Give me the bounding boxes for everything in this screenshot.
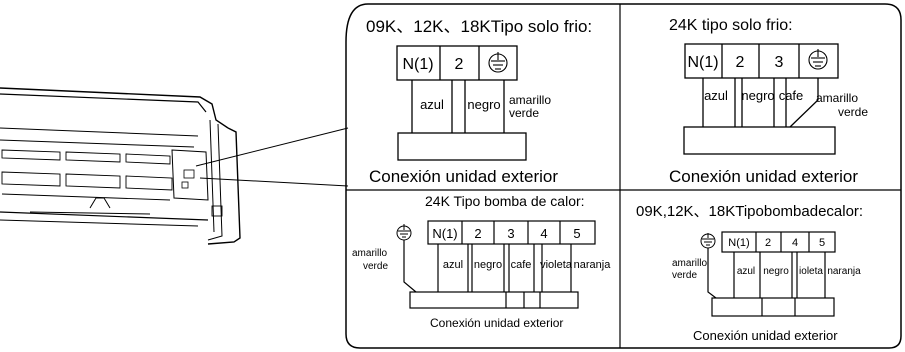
terminal-label: 3 [507, 226, 514, 241]
wire-label: naranja [574, 259, 612, 271]
wire-label: azul [420, 97, 444, 112]
terminal-label: 5 [573, 226, 580, 241]
wire-label: azul [443, 259, 463, 271]
ground-icon [808, 49, 828, 70]
ground-wire-label: amarillo [672, 258, 707, 269]
terminal-label: 4 [540, 226, 547, 241]
wire-label: verde [838, 105, 868, 119]
wire-label: azul [704, 88, 728, 103]
wire-label: negro [467, 97, 500, 112]
outdoor-terminal-block [397, 132, 527, 161]
terminal-label: N(1) [728, 237, 749, 249]
wire-label: negro [741, 88, 774, 103]
panel-footer: Conexión unidad exterior [693, 328, 838, 343]
panel-title: 09K、12K、18KTipo solo frio: [366, 17, 592, 36]
wire-label: verde [509, 106, 539, 120]
wire-label: violeta [540, 259, 573, 271]
wire-label: cafe [511, 259, 532, 271]
outdoor-terminal-block [409, 291, 579, 309]
outdoor-terminal-block [711, 297, 835, 317]
terminal-label: 3 [775, 54, 784, 71]
panel-footer: Conexión unidad exterior [369, 167, 558, 186]
diagram-panel [345, 3, 902, 349]
ground-icon [700, 233, 716, 249]
ground-icon [396, 224, 412, 241]
ground-wire-label: verde [672, 270, 697, 281]
panel-09k-12k-18k-bomba-de-calor: 09K,12K、18KTipobombadecalor: N(1) 2 4 5 … [636, 203, 863, 343]
terminal-label: N(1) [687, 54, 718, 71]
panel-24k-solo-frio: 24K tipo solo frio: N(1) 2 3 azul negro … [669, 17, 868, 186]
wire-label: naranja [827, 266, 861, 277]
terminal-label: 2 [455, 56, 464, 73]
terminal-label: 5 [819, 237, 825, 249]
ground-icon [488, 52, 508, 73]
wire-label: ioleta [799, 266, 823, 277]
terminal-label: N(1) [432, 226, 457, 241]
panel-09k-12k-18k-solo-frio: 09K、12K、18KTipo solo frio: N(1) 2 azul n… [366, 17, 592, 186]
terminal-label: 2 [736, 54, 745, 71]
terminal-label: 2 [474, 226, 481, 241]
panel-footer: Conexión unidad exterior [669, 167, 858, 186]
terminal-label: 2 [765, 237, 771, 249]
terminal-label: 4 [792, 237, 798, 249]
panel-title: 24K tipo solo frio: [669, 17, 793, 34]
ground-wire-label: verde [363, 261, 388, 272]
terminal-label: N(1) [402, 56, 433, 73]
outdoor-terminal-block [683, 126, 836, 155]
panel-title: 09K,12K、18KTipobombadecalor: [636, 203, 863, 220]
ground-wire-label: amarillo [352, 248, 387, 259]
wire-label: negro [474, 259, 502, 271]
indoor-unit-illustration [0, 87, 349, 245]
wire-label: amarillo [509, 93, 551, 107]
wire-label: negro [763, 266, 789, 277]
panel-footer: Conexión unidad exterior [430, 316, 563, 330]
wire-label: cafe [779, 88, 804, 103]
wire-label: azul [737, 266, 755, 277]
wire-label: amarillo [816, 91, 858, 105]
panel-24k-bomba-de-calor: 24K Tipo bomba de calor: N(1) 2 3 4 5 [352, 193, 611, 330]
panel-title: 24K Tipo bomba de calor: [425, 193, 585, 209]
